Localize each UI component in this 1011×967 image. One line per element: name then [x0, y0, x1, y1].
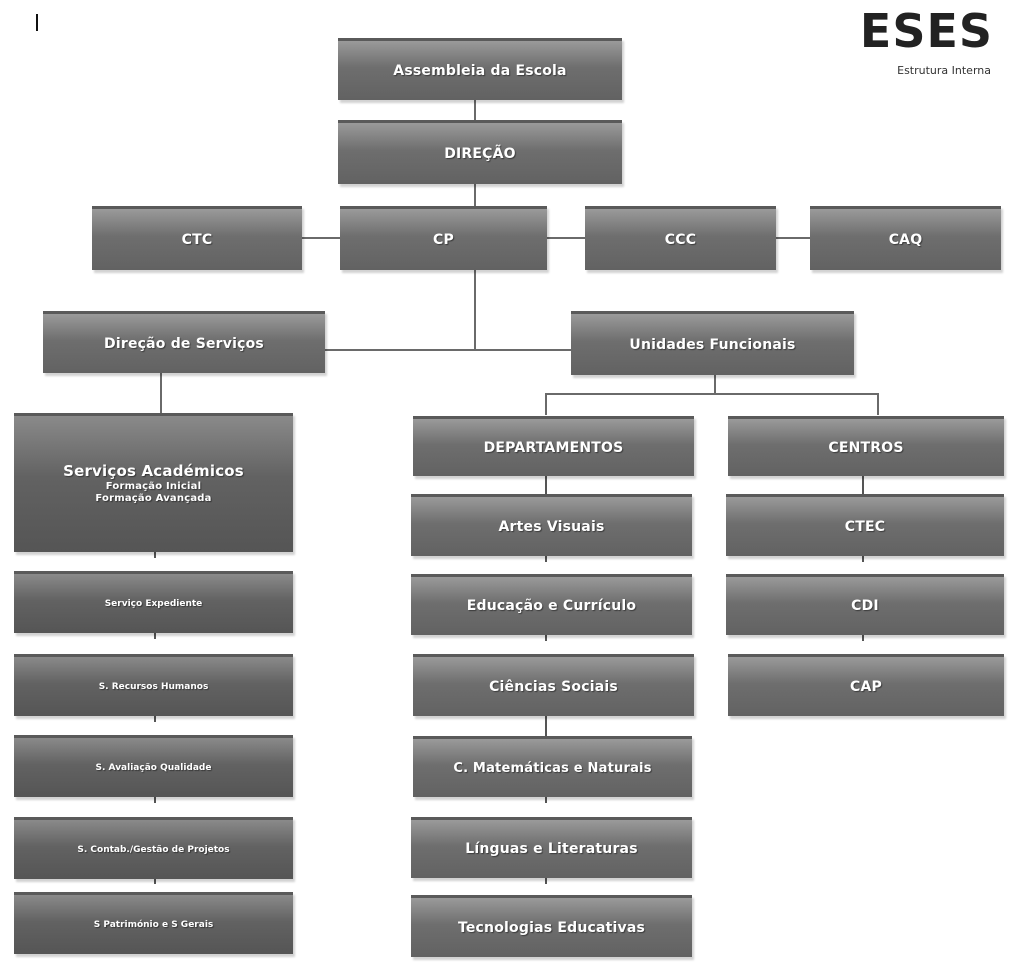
box-assembleia: Assembleia da Escola — [338, 38, 622, 100]
connector-to-centros — [877, 393, 879, 415]
box-contab-gestao-projetos: S. Contab./Gestão de Projetos — [14, 817, 293, 879]
connector-to-departamentos — [545, 393, 547, 415]
servicos-academicos-line2: Formação Avançada — [95, 493, 212, 505]
tick — [862, 635, 864, 641]
tick — [154, 716, 156, 722]
box-linguas-literaturas: Línguas e Literaturas — [411, 817, 692, 878]
tick — [862, 556, 864, 562]
tick — [154, 878, 156, 884]
servicos-academicos-title: Serviços Académicos — [63, 462, 244, 481]
box-recursos-humanos: S. Recursos Humanos — [14, 654, 293, 716]
connector-ctc-cp — [300, 237, 340, 239]
servicos-academicos-line1: Formação Inicial — [105, 480, 202, 492]
tick — [862, 476, 864, 494]
box-centros: CENTROS — [728, 416, 1004, 476]
tick — [154, 552, 156, 558]
box-unidades-funcionais: Unidades Funcionais — [571, 311, 854, 375]
connector-unidades-down — [714, 375, 716, 395]
text-cursor — [36, 14, 38, 31]
tick — [545, 716, 547, 736]
tick — [545, 476, 547, 494]
box-caq: CAQ — [810, 206, 1001, 270]
eses-logo: ESES Estrutura Interna — [860, 8, 993, 77]
box-direcao-servicos: Direção de Serviços — [43, 311, 325, 373]
box-ccc: CCC — [585, 206, 776, 270]
box-avaliacao-qualidade: S. Avaliação Qualidade — [14, 735, 293, 797]
box-patrimonio-gerais: S Património e S Gerais — [14, 892, 293, 954]
tick — [545, 878, 547, 884]
connector-ccc-caq — [776, 237, 810, 239]
connector-direcao-cp — [474, 184, 476, 206]
connector-services-units — [325, 349, 571, 351]
box-direcao: DIREÇÃO — [338, 120, 622, 184]
box-cdi: CDI — [726, 574, 1004, 635]
box-matematicas-naturais: C. Matemáticas e Naturais — [413, 736, 692, 797]
box-departamentos: DEPARTAMENTOS — [413, 416, 694, 476]
connector-cp-branch — [474, 270, 476, 350]
logo-subtitle: Estrutura Interna — [897, 64, 991, 77]
box-servicos-academicos: Serviços Académicos Formação Inicial For… — [14, 413, 293, 552]
connector-unidades-split — [545, 393, 878, 395]
tick — [545, 635, 547, 641]
box-tecnologias-educativas: Tecnologias Educativas — [411, 895, 692, 957]
box-educacao-curriculo: Educação e Currículo — [411, 574, 692, 635]
box-cap: CAP — [728, 654, 1004, 716]
box-cp: CP — [340, 206, 547, 270]
tick — [545, 797, 547, 803]
tick — [154, 797, 156, 803]
box-ctc: CTC — [92, 206, 302, 270]
box-ctec: CTEC — [726, 494, 1004, 556]
tick — [545, 556, 547, 562]
box-artes-visuais: Artes Visuais — [411, 494, 692, 556]
connector-dirservicos-academicos — [160, 373, 162, 415]
connector-cp-ccc — [545, 237, 585, 239]
logo-title: ESES — [859, 4, 993, 58]
connector-assembleia-direcao — [474, 100, 476, 120]
tick — [154, 633, 156, 639]
box-ciencias-sociais: Ciências Sociais — [413, 654, 694, 716]
box-servico-expediente: Serviço Expediente — [14, 571, 293, 633]
